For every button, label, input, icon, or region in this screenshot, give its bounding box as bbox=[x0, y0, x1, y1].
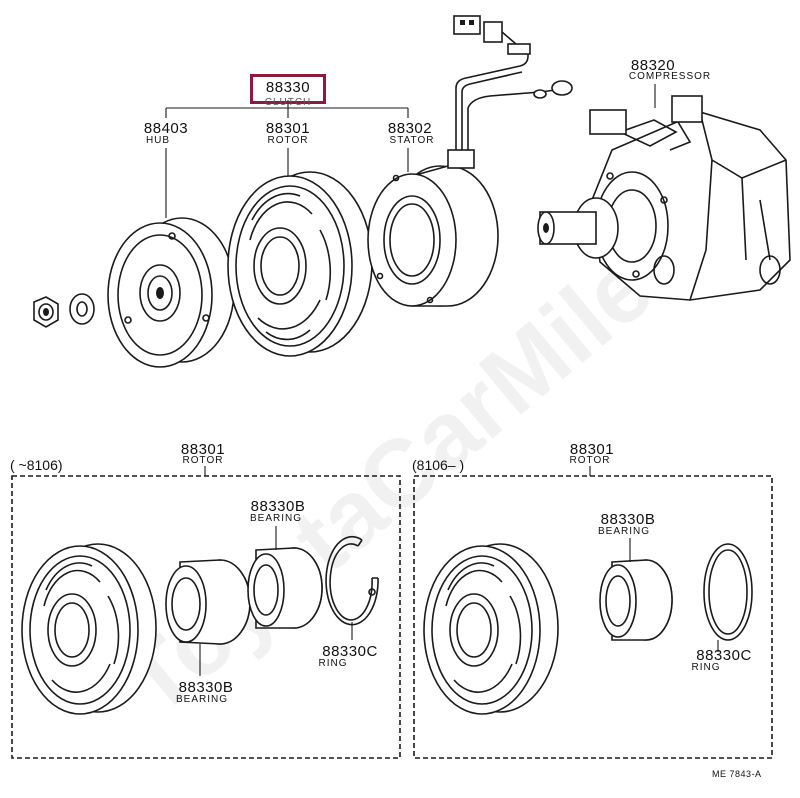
rotor-part-number[interactable]: 88301 bbox=[265, 120, 311, 137]
rotor-part-name: ROTOR bbox=[267, 135, 309, 146]
right-rotor-part-name: ROTOR bbox=[569, 455, 611, 466]
compressor-part-number[interactable]: 88320 bbox=[630, 57, 676, 74]
right-bearing-part-name: BEARING bbox=[597, 526, 651, 537]
left-bearing-lower-drawing bbox=[165, 559, 251, 676]
left-bearing-upper-part-number[interactable]: 88330B bbox=[250, 498, 306, 515]
hub-part-number[interactable]: 88403 bbox=[143, 120, 189, 137]
right-rotor-drawing bbox=[423, 543, 559, 715]
right-bearing-part-number[interactable]: 88330B bbox=[600, 511, 656, 528]
hub-part-name: HUB bbox=[145, 135, 171, 146]
hub-drawing bbox=[107, 217, 235, 368]
compressor-part-name: COMPRESSOR bbox=[628, 71, 712, 82]
nut-icon bbox=[33, 296, 59, 328]
right-panel-range: (8106– ) bbox=[412, 457, 465, 473]
left-panel-frame bbox=[11, 466, 401, 759]
right-rotor-part-number[interactable]: 88301 bbox=[569, 441, 615, 458]
left-bearing-upper-drawing bbox=[247, 526, 323, 629]
right-ring-drawing bbox=[703, 543, 753, 652]
stator-part-name: STATOR bbox=[389, 135, 435, 146]
left-bearing-lower-part-number[interactable]: 88330B bbox=[178, 679, 234, 696]
compressor-drawing bbox=[537, 95, 791, 301]
clutch-bracket-lines bbox=[165, 84, 656, 218]
left-rotor-part-name: ROTOR bbox=[182, 455, 224, 466]
right-bearing-drawing bbox=[599, 538, 673, 641]
clutch-highlight-box bbox=[250, 74, 326, 104]
left-rotor-drawing bbox=[21, 543, 157, 715]
left-ring-drawing bbox=[325, 535, 379, 640]
left-rotor-part-number[interactable]: 88301 bbox=[180, 441, 226, 458]
clutch-part-number[interactable]: 88330 bbox=[265, 79, 311, 96]
rotor-drawing bbox=[227, 171, 373, 357]
stator-drawing bbox=[367, 15, 573, 307]
left-bearing-upper-part-name: BEARING bbox=[249, 513, 303, 524]
right-ring-part-number[interactable]: 88330C bbox=[696, 647, 752, 664]
left-ring-part-name: RING bbox=[318, 658, 348, 669]
right-ring-part-name: RING bbox=[691, 662, 721, 673]
washer-icon bbox=[69, 293, 95, 325]
left-panel-range: ( ~8106) bbox=[10, 457, 63, 473]
stator-part-number[interactable]: 88302 bbox=[387, 120, 433, 137]
left-ring-part-number[interactable]: 88330C bbox=[322, 643, 378, 660]
reference-code: ME 7843-A bbox=[712, 769, 762, 779]
right-panel-frame bbox=[413, 466, 773, 759]
clutch-part-name: CLUTCH bbox=[264, 97, 312, 108]
left-bearing-lower-part-name: BEARING bbox=[175, 694, 229, 705]
